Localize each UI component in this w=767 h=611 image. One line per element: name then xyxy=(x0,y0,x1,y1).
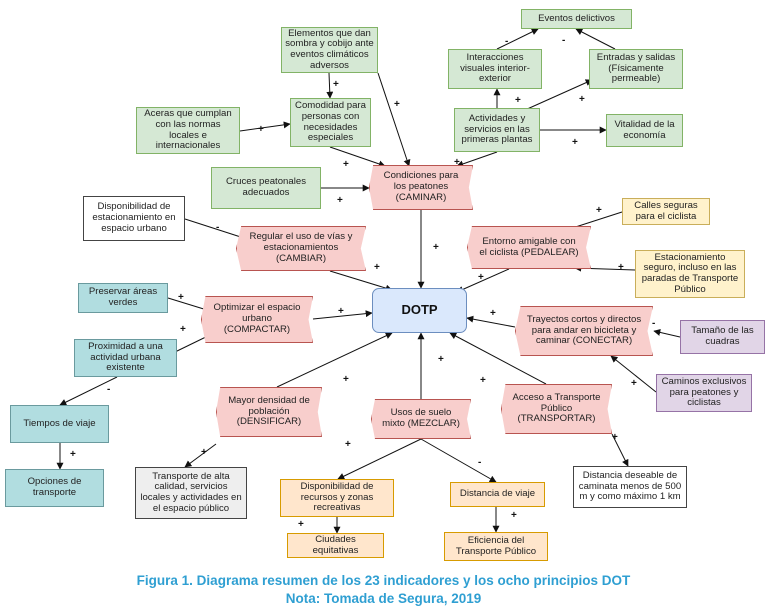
plus-sign: + xyxy=(201,447,207,458)
node-entradas-salidas: Entradas y salidas (Físicamente permeabl… xyxy=(589,49,683,89)
node-interacciones-visuales: Interacciones visuales interior-exterior xyxy=(448,49,542,89)
connector-arrow xyxy=(496,28,539,50)
plus-sign: + xyxy=(298,519,304,530)
figure-caption-note: Nota: Tomada de Segura, 2019 xyxy=(285,591,482,606)
connector-arrow xyxy=(449,332,547,385)
connector-arrow xyxy=(575,28,616,50)
minus-sign: - xyxy=(652,318,656,329)
minus-sign: - xyxy=(107,384,111,395)
node-ciudades: Ciudades equitativas xyxy=(287,533,384,558)
node-distancia-deseable: Distancia deseable de caminata menos de … xyxy=(573,466,687,508)
node-actividades-servicios: Actividades y servicios en las primeras … xyxy=(454,108,540,152)
connector-arrow xyxy=(653,329,681,338)
plus-sign: + xyxy=(337,195,343,206)
node-caminar: Condiciones para los peatones (CAMINAR) xyxy=(369,165,473,210)
plus-sign: + xyxy=(374,262,380,273)
node-compactar: Optimizar el espacio urbano (COMPACTAR) xyxy=(201,296,313,343)
connector-arrow xyxy=(420,438,497,483)
node-aceras: Aceras que cumplan con las normas locale… xyxy=(136,107,240,154)
node-transporte-alta: Transporte de alta calidad, servicios lo… xyxy=(135,467,247,519)
node-comodidad: Comodidad para personas con necesidades … xyxy=(290,98,371,147)
center-node-dotp: DOTP xyxy=(372,288,467,333)
node-proximidad: Proximidad a una actividad urbana existe… xyxy=(74,339,177,377)
connector-arrow xyxy=(466,315,516,328)
plus-sign: + xyxy=(478,272,484,283)
plus-sign: + xyxy=(572,137,578,148)
node-calles-seguras: Calles seguras para el ciclista xyxy=(622,198,710,225)
minus-sign: - xyxy=(216,222,220,233)
node-disponibilidad-recursos: Disponibilidad de recursos y zonas recre… xyxy=(280,479,394,517)
connector-arrow xyxy=(337,438,422,480)
minus-sign: - xyxy=(478,457,482,468)
connector-arrow xyxy=(456,151,498,168)
plus-sign: + xyxy=(333,79,339,90)
plus-sign: + xyxy=(511,510,517,521)
node-tiempos: Tiempos de viaje xyxy=(10,405,109,443)
connector-arrow xyxy=(184,443,217,468)
node-distancia-viaje: Distancia de viaje xyxy=(450,482,545,507)
node-tamano-cuadras: Tamaño de las cuadras xyxy=(680,320,765,354)
plus-sign: + xyxy=(433,242,439,253)
plus-sign: + xyxy=(70,449,76,460)
plus-sign: + xyxy=(480,375,486,386)
node-transportar: Acceso a Transporte Público (TRANSPORTAR… xyxy=(501,384,612,434)
plus-sign: + xyxy=(343,374,349,385)
connector-arrow xyxy=(610,355,657,393)
connector-arrow xyxy=(524,79,593,111)
plus-sign: + xyxy=(394,99,400,110)
connector-arrow xyxy=(329,270,393,292)
connector-arrow xyxy=(377,72,411,167)
plus-sign: + xyxy=(490,308,496,319)
node-conectar: Trayectos cortos y directos para andar e… xyxy=(515,306,653,356)
node-caminos-exclusivos: Caminos exclusivos para peatones y cicli… xyxy=(656,374,752,412)
plus-sign: + xyxy=(579,94,585,105)
connector-arrow xyxy=(59,376,118,406)
figure-caption-title: Figura 1. Diagrama resumen de los 23 ind… xyxy=(136,573,631,588)
plus-sign: + xyxy=(345,439,351,450)
connector-arrow xyxy=(239,121,291,132)
minus-sign: - xyxy=(505,36,509,47)
plus-sign: + xyxy=(631,378,637,389)
node-elementos-sombra: Elementos que dan sombra y cobijo ante e… xyxy=(281,27,378,73)
connector-arrow xyxy=(312,310,373,320)
node-mezclar: Usos de suelo mixto (MEZCLAR) xyxy=(371,399,471,439)
plus-sign: + xyxy=(612,432,618,443)
connector-arrow xyxy=(276,332,393,388)
node-preservar: Preservar áreas verdes xyxy=(78,283,168,313)
connector-arrow xyxy=(326,72,334,99)
plus-sign: + xyxy=(438,354,444,365)
plus-sign: + xyxy=(338,306,344,317)
plus-sign: + xyxy=(343,159,349,170)
plus-sign: + xyxy=(454,157,460,168)
node-estacionamiento-seguro: Estacionamiento seguro, incluso en las p… xyxy=(635,250,745,298)
node-eficiencia: Eficiencia del Transporte Público xyxy=(444,532,548,561)
connector-arrow xyxy=(456,268,510,293)
plus-sign: + xyxy=(178,292,184,303)
plus-sign: + xyxy=(258,124,264,135)
node-eventos-delictivos: Eventos delictivos xyxy=(521,9,632,29)
connector-arrow xyxy=(329,146,386,168)
minus-sign: - xyxy=(562,35,566,46)
node-vitalidad: Vitalidad de la economía xyxy=(606,114,683,147)
node-pedalear: Entorno amigable con el ciclista (PEDALE… xyxy=(467,226,591,269)
node-disponibilidad-estacionamiento: Disponibilidad de estacionamiento en esp… xyxy=(83,196,185,241)
node-densificar: Mayor densidad de población (DENSIFICAR) xyxy=(216,387,322,437)
node-opciones: Opciones de transporte xyxy=(5,469,104,507)
node-cruces: Cruces peatonales adecuados xyxy=(211,167,321,209)
plus-sign: + xyxy=(515,95,521,106)
connector-arrow xyxy=(611,433,629,467)
node-cambiar: Regular el uso de vías y estacionamiento… xyxy=(236,226,366,271)
plus-sign: + xyxy=(180,324,186,335)
plus-sign: + xyxy=(618,262,624,273)
plus-sign: + xyxy=(596,205,602,216)
